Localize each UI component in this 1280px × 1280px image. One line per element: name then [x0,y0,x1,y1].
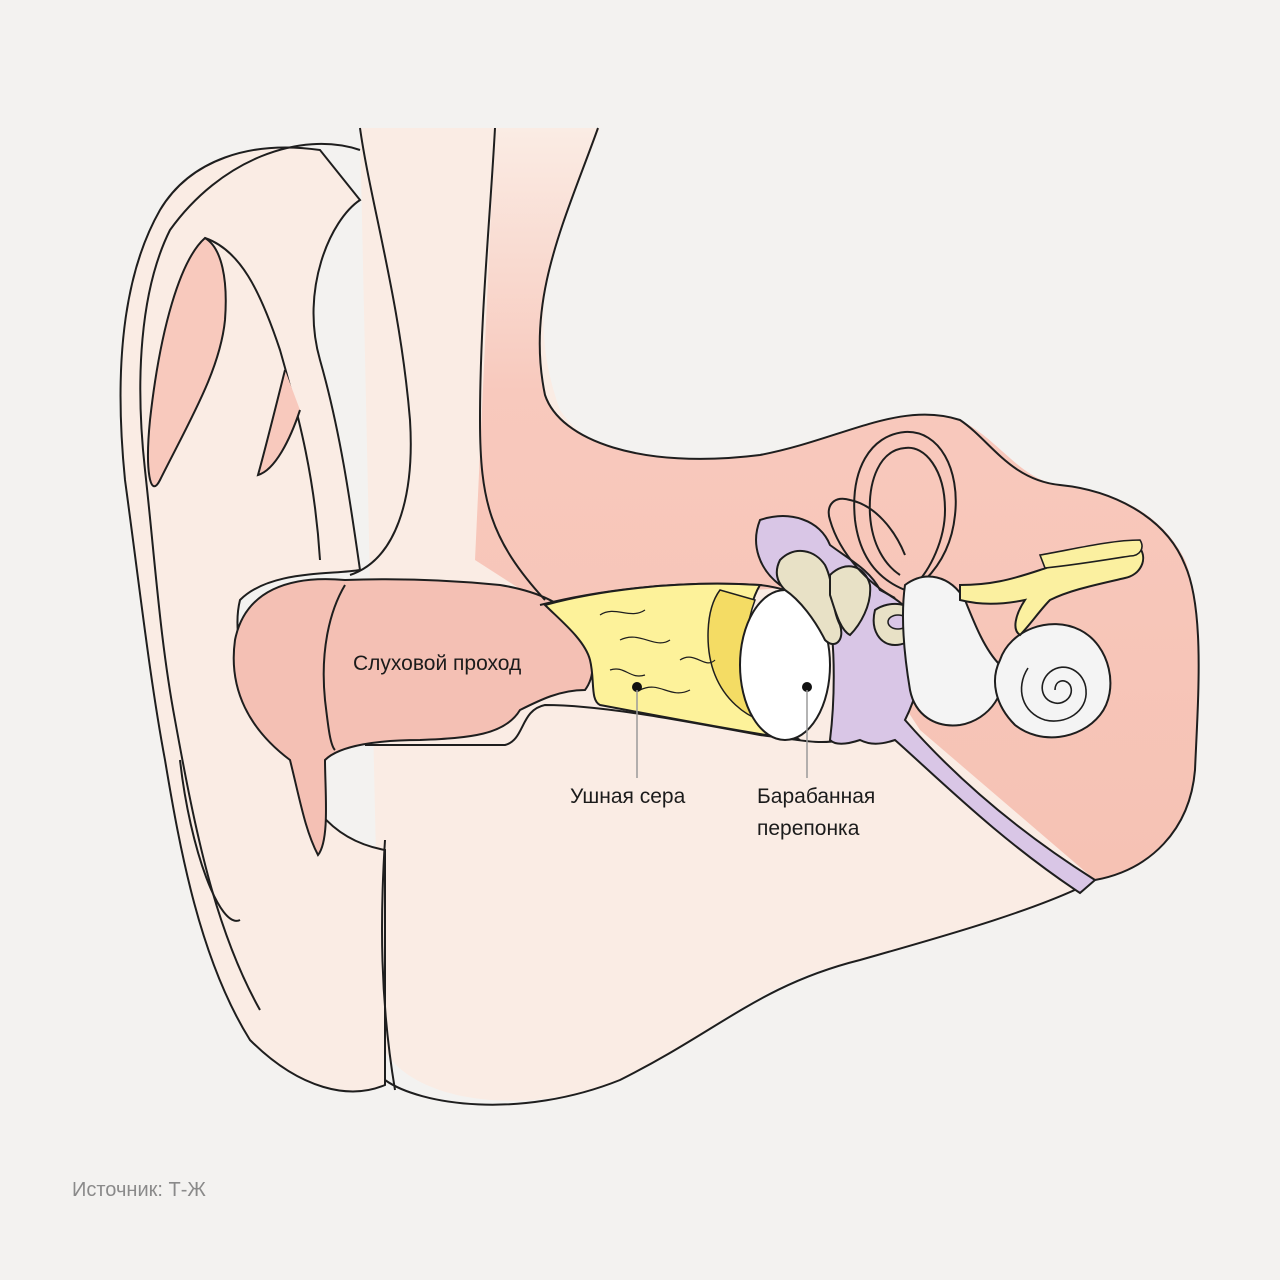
canal-lower-wall [365,703,841,746]
cochlea-spiral [1020,666,1087,722]
auditory-nerve [959,546,1145,637]
cochlea [994,623,1112,739]
earwax-texture [599,609,716,694]
nerve-branch [1038,539,1143,569]
ear-inner-edge [179,759,241,922]
earwax-marker [632,682,642,692]
label-eardrum-line1: Барабанная [757,785,875,808]
head-outline-top [538,127,1200,881]
neck-line-right [478,127,546,601]
neck-line-left [349,127,412,576]
source-caption: Источник: Т-Ж [72,1179,206,1201]
scapha [147,236,227,488]
head-outline-bottom [384,879,1096,1106]
label-eardrum-line2: перепонка [757,817,860,840]
semicircular-canals [827,430,957,599]
label-ear-canal: Слуховой проход [353,652,521,675]
eardrum-marker [802,682,812,692]
incus [829,565,872,637]
malleus [775,550,843,645]
concha [232,578,594,857]
antihelix [204,237,321,561]
lobule-line [381,839,396,1091]
helix-rim [139,142,361,1011]
tragus-fold [322,584,346,751]
label-earwax: Ушная сера [570,785,686,808]
antihelix-crus [256,369,301,477]
